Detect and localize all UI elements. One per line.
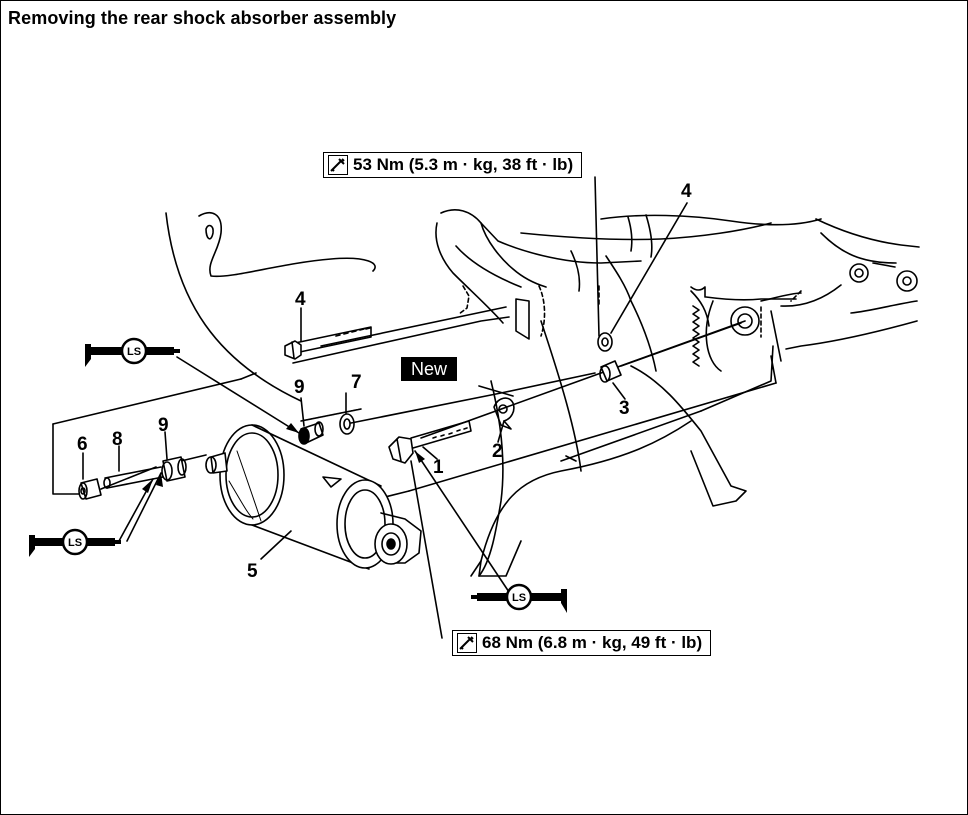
part-number-1: 1 (433, 457, 444, 478)
part-number-5: 5 (247, 561, 258, 582)
shock-absorber (205, 424, 422, 570)
part-number-4: 4 (295, 289, 306, 310)
center-stand (630, 365, 747, 507)
bolt-1 (410, 420, 472, 449)
grease-gun-icon-1 (85, 337, 180, 367)
part-number-7: 7 (351, 372, 362, 393)
new-part-tag: New (401, 357, 457, 381)
grease-gun-icon-2 (29, 528, 121, 557)
part-number-6: 6 (77, 434, 88, 455)
torque-spec-bottom: 68 Nm (6.8 m · kg, 49 ft · lb) (452, 630, 712, 656)
part-number-8: 8 (112, 429, 123, 450)
bolt-4 (294, 326, 372, 354)
ls-label-2: LS (68, 537, 82, 549)
grease-gun-icon-3 (471, 583, 567, 613)
part-number-9: 9 (158, 415, 169, 436)
torque-wrench-icon (457, 633, 477, 653)
torque-wrench-icon (328, 155, 348, 175)
part-number-4: 4 (681, 181, 692, 202)
torque-spec-bottom-text: 68 Nm (6.8 m · kg, 49 ft · lb) (482, 633, 703, 652)
torque-spec-top-text: 53 Nm (5.3 m · kg, 38 ft · lb) (353, 155, 574, 174)
part-number-2: 2 (492, 441, 503, 462)
ls-label-1: LS (127, 346, 141, 358)
ls-label-3: LS (512, 592, 526, 604)
part-number-9: 9 (294, 377, 305, 398)
part-number-3: 3 (619, 398, 630, 419)
torque-spec-top: 53 Nm (5.3 m · kg, 38 ft · lb) (323, 152, 583, 178)
engine-outline (165, 212, 302, 402)
page-title: Removing the rear shock absorber assembl… (8, 8, 397, 28)
